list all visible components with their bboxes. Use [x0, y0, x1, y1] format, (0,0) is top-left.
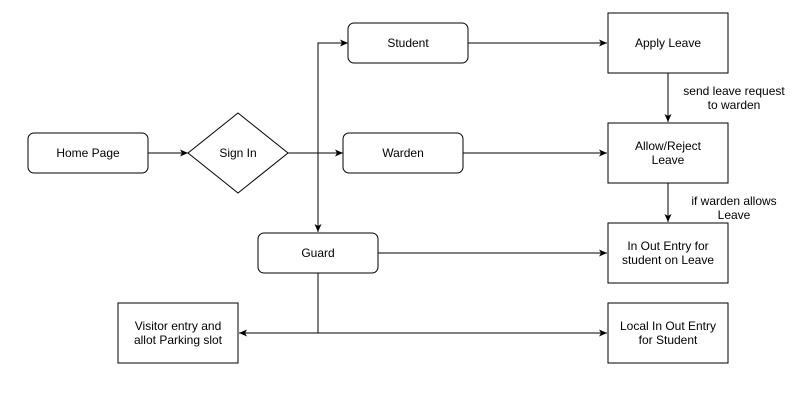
warden-box	[342, 132, 464, 174]
home-page-box	[27, 132, 149, 174]
apply-leave-box	[607, 12, 729, 74]
student-label: Student	[387, 36, 429, 50]
guard-label: Guard	[301, 246, 334, 260]
visitor-entry-label-line1: Visitor entry and	[135, 319, 222, 333]
edge-trunk-to-student	[317, 39, 348, 228]
in-out-entry-label-line1: In Out Entry for	[627, 239, 708, 253]
local-in-out-label-line2: for Student	[639, 333, 698, 347]
visitor-entry-box	[117, 302, 239, 364]
allow-reject-box	[607, 122, 729, 184]
home-page-label: Home Page	[56, 146, 120, 160]
in-out-entry-box	[607, 222, 729, 284]
send-leave-request-label-line2: to warden	[708, 98, 761, 112]
in-out-entry-label-line2: student on Leave	[622, 253, 714, 267]
local-in-out-box	[607, 302, 729, 364]
student-box	[347, 22, 469, 64]
if-warden-allows-label-line2: Leave	[718, 208, 751, 222]
warden-label: Warden	[382, 146, 424, 160]
sign-in-label: Sign In	[219, 146, 256, 160]
visitor-entry-label-line2: allot Parking slot	[134, 333, 223, 347]
guard-box	[257, 232, 379, 274]
allow-reject-label-line1: Allow/Reject	[635, 139, 702, 153]
local-in-out-label-line1: Local In Out Entry	[620, 319, 716, 333]
allow-reject-label-line2: Leave	[652, 153, 685, 167]
sign-in-diamond	[187, 112, 289, 194]
if-warden-allows-label-line1: if warden allows	[691, 194, 776, 208]
send-leave-request-label-line1: send leave request	[683, 84, 785, 98]
apply-leave-label: Apply Leave	[635, 36, 701, 50]
